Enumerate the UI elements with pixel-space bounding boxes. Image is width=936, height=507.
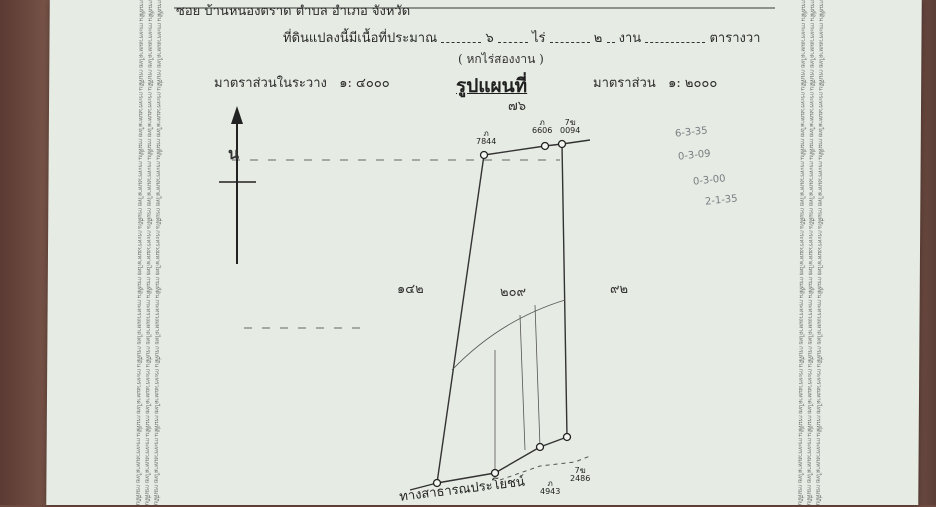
inner-subdivision-lines [451, 299, 566, 473]
north-label: น [228, 144, 239, 163]
map-number: ๗๖ [508, 99, 527, 114]
parcel-left-number: ๑๔๒ [397, 282, 424, 297]
north-arrow [219, 106, 256, 264]
pin-label: ภ 4943 [540, 479, 561, 496]
road-edge [499, 455, 591, 481]
pin-label: 7ฆ 2486 [570, 466, 591, 483]
pin-label: ภ 6606 [532, 118, 553, 135]
sheet-scale: มาตราส่วนในระวาง ๑: ๔๐๐๐ [214, 76, 390, 91]
pin-label: ภ 7844 [476, 129, 497, 146]
header-address-line: ซอย บ้านหนองตราด ตำบล อำเภอ จังหวัด [176, 4, 411, 19]
parcel-center-number: ๒๐๙ [500, 285, 527, 300]
pin-label: 7ฆ 0094 [560, 118, 581, 135]
parcel-right-number: ๙๒ [610, 282, 629, 297]
map-scale: มาตราส่วน ๑: ๒๐๐๐ [593, 76, 718, 91]
map-title: รูปแผนที่ [456, 75, 528, 97]
area-statement: ที่ดินแปลงนี้มีเนื้อที่ประมาณ ๖ ไร่ ๒ งา… [283, 31, 761, 46]
survey-pins [432, 139, 572, 488]
area-in-words: ( หกไร่สองงาน ) [458, 52, 544, 66]
